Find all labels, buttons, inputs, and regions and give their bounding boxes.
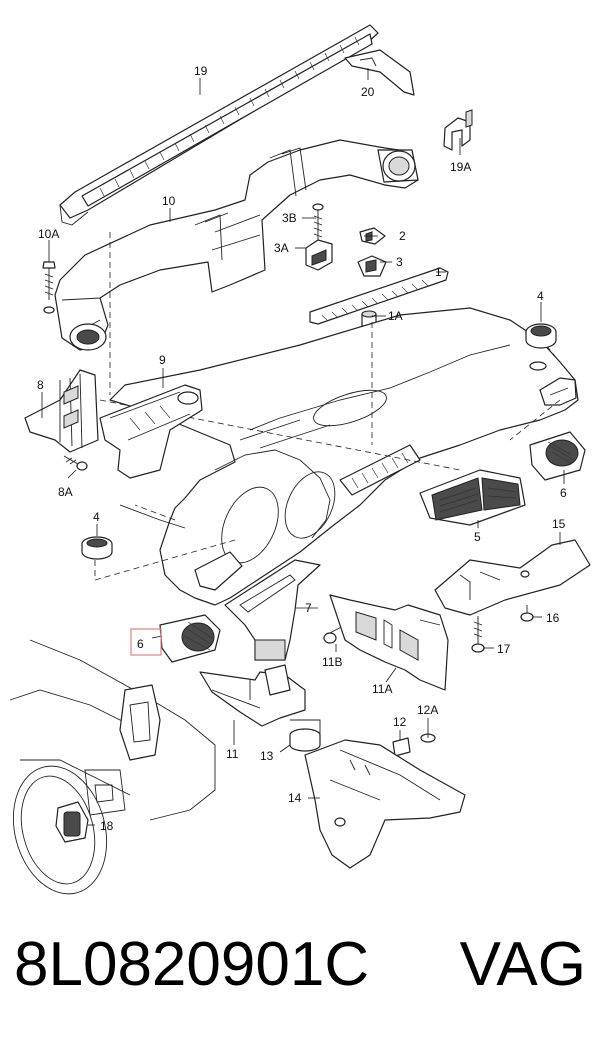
callout-19a: 19A [450, 160, 471, 174]
brand-label: VAG [459, 930, 586, 999]
dashboard-panel [109, 307, 579, 606]
part-6-side-vent-right [529, 431, 586, 481]
callout-17: 17 [497, 642, 511, 656]
part-6-side-vent-left [159, 614, 221, 663]
part-3b-screw [312, 203, 324, 240]
part-19a-bracket [443, 109, 473, 151]
callout-8: 8 [37, 378, 44, 392]
part-3-clip [357, 255, 387, 277]
callout-14: 14 [288, 791, 302, 805]
callout-10: 10 [162, 194, 176, 208]
part-15-bracket [434, 539, 591, 616]
part-17-screw [471, 616, 485, 653]
callout-5: 5 [474, 530, 481, 544]
callout-18: 18 [100, 819, 114, 833]
callout-13: 13 [260, 749, 274, 763]
part-14-console-panel [304, 739, 466, 869]
part-19-cowl-strip [59, 24, 379, 226]
part-3a-clip [305, 239, 333, 271]
callout-11b: 11B [322, 655, 342, 669]
callout-4-top: 4 [537, 289, 544, 303]
callout-20: 20 [361, 85, 375, 99]
highlight-box [130, 628, 162, 656]
part-4-round-cap-left [81, 536, 113, 560]
part-5-center-vent [419, 469, 526, 526]
part-20-clip [344, 49, 415, 96]
part-7-center-trim [224, 559, 321, 661]
part-1-vent-grille [309, 267, 449, 325]
callout-8a: 8A [58, 485, 73, 499]
part-18-door-area [9, 639, 216, 895]
part-16-screw [520, 605, 534, 622]
callout-11: 11 [226, 747, 239, 761]
callout-3a: 3A [274, 241, 289, 255]
callout-11a: 11A [372, 682, 392, 696]
part-8a-screw [63, 455, 88, 471]
part-10a-screw [42, 261, 56, 314]
callout-1a: 1A [388, 309, 403, 323]
part-number: 8L0820901C [14, 930, 370, 999]
callout-9: 9 [159, 353, 166, 367]
callout-6-right: 6 [560, 486, 567, 500]
callout-4-left: 4 [93, 510, 100, 524]
part-18-vent [55, 801, 89, 843]
exploded-parts-diagram: 19 20 19A 10 10A 3B 2 3A 3 1 1A 4 9 8 8A… [9, 24, 591, 895]
callout-15: 15 [552, 517, 566, 531]
part-8-bracket [24, 369, 99, 453]
callout-6-highlight: 6 [137, 637, 144, 651]
part-12-clip [392, 737, 411, 757]
part-9-vent-channel [99, 384, 203, 479]
callout-1: 1 [435, 265, 442, 279]
callout-labels: 19 20 19A 10 10A 3B 2 3A 3 1 1A 4 9 8 8A… [37, 64, 567, 833]
callout-2: 2 [399, 229, 406, 243]
callout-3b: 3B [282, 211, 297, 225]
callout-12: 12 [393, 715, 407, 729]
part-10-air-duct [54, 139, 419, 351]
footer: 8L0820901C VAG [0, 915, 600, 1015]
part-11-lower-trim [199, 664, 306, 727]
part-11a-bracket [329, 594, 449, 691]
callout-19: 19 [194, 64, 208, 78]
callout-12a: 12A [417, 703, 438, 717]
part-13-coupling [289, 719, 321, 752]
callout-7: 7 [305, 601, 312, 615]
callout-3: 3 [396, 255, 403, 269]
callout-10a: 10A [38, 227, 59, 241]
part-4-round-cap-right [525, 323, 557, 349]
part-12a-screw [420, 730, 436, 743]
leader-lines [41, 68, 565, 826]
callout-16: 16 [546, 611, 560, 625]
